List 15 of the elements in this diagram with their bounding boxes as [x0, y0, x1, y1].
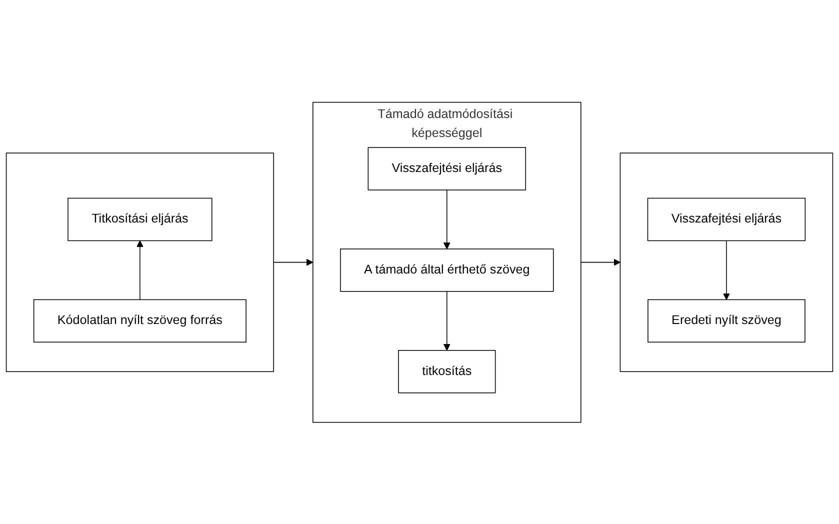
cluster: [620, 152, 834, 372]
arrow: [136, 240, 144, 300]
arrow: [580, 258, 621, 266]
node-box: Visszafejtési eljárás: [647, 198, 806, 241]
node-box: Titkosítási eljárás: [68, 198, 212, 241]
cluster: [6, 152, 274, 372]
arrow: [723, 240, 730, 300]
node-box: titkosítás: [398, 350, 496, 393]
arrow: [273, 258, 314, 266]
arrow: [443, 189, 450, 249]
node-box: A támadó által érthető szöveg: [340, 248, 554, 292]
node-box: Kódolatlan nyílt szöveg forrás: [33, 298, 246, 342]
arrow: [443, 290, 450, 350]
node-box: Eredeti nyílt szöveg: [648, 298, 806, 342]
node-box: Visszafejtési eljárás: [368, 146, 526, 190]
